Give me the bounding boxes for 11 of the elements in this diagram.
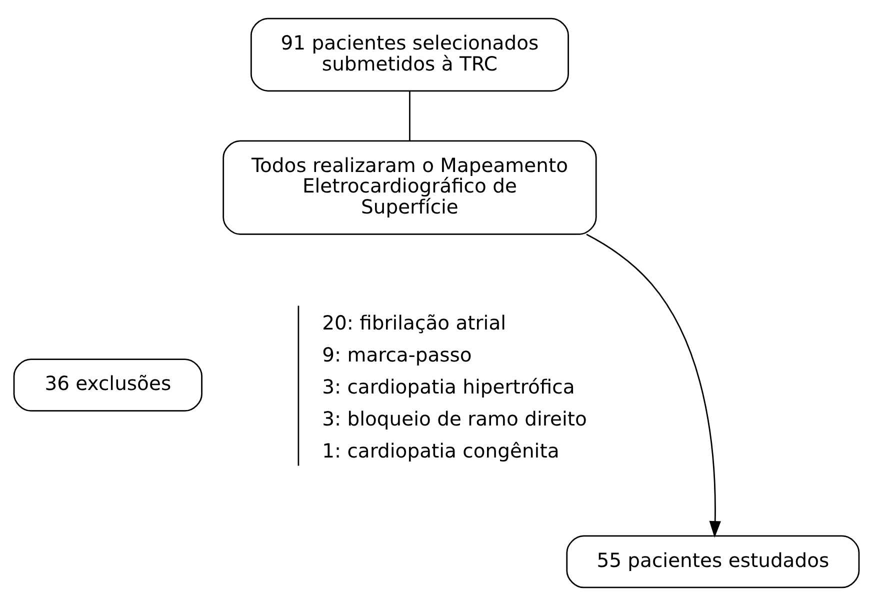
- node-box: Todos realizaram o Mapeamento Eletrocardiográfico de Superfície: [222, 140, 597, 234]
- label: 3: cardiopatia hipertrófica: [322, 375, 575, 398]
- label: 9: marca-passo: [322, 343, 472, 366]
- connector: [409, 90, 410, 140]
- node-box: 36 exclusões: [13, 358, 202, 411]
- label: 1: cardiopatia congênita: [322, 439, 560, 462]
- node-box: 91 pacientes selecionados submetidos à TRC: [250, 17, 569, 92]
- node-box: 55 pacientes estudados: [566, 534, 860, 588]
- arrow: [586, 233, 721, 538]
- label: 20: fibrilação atrial: [322, 311, 506, 334]
- label: 3: bloqueio de ramo direito: [322, 407, 587, 430]
